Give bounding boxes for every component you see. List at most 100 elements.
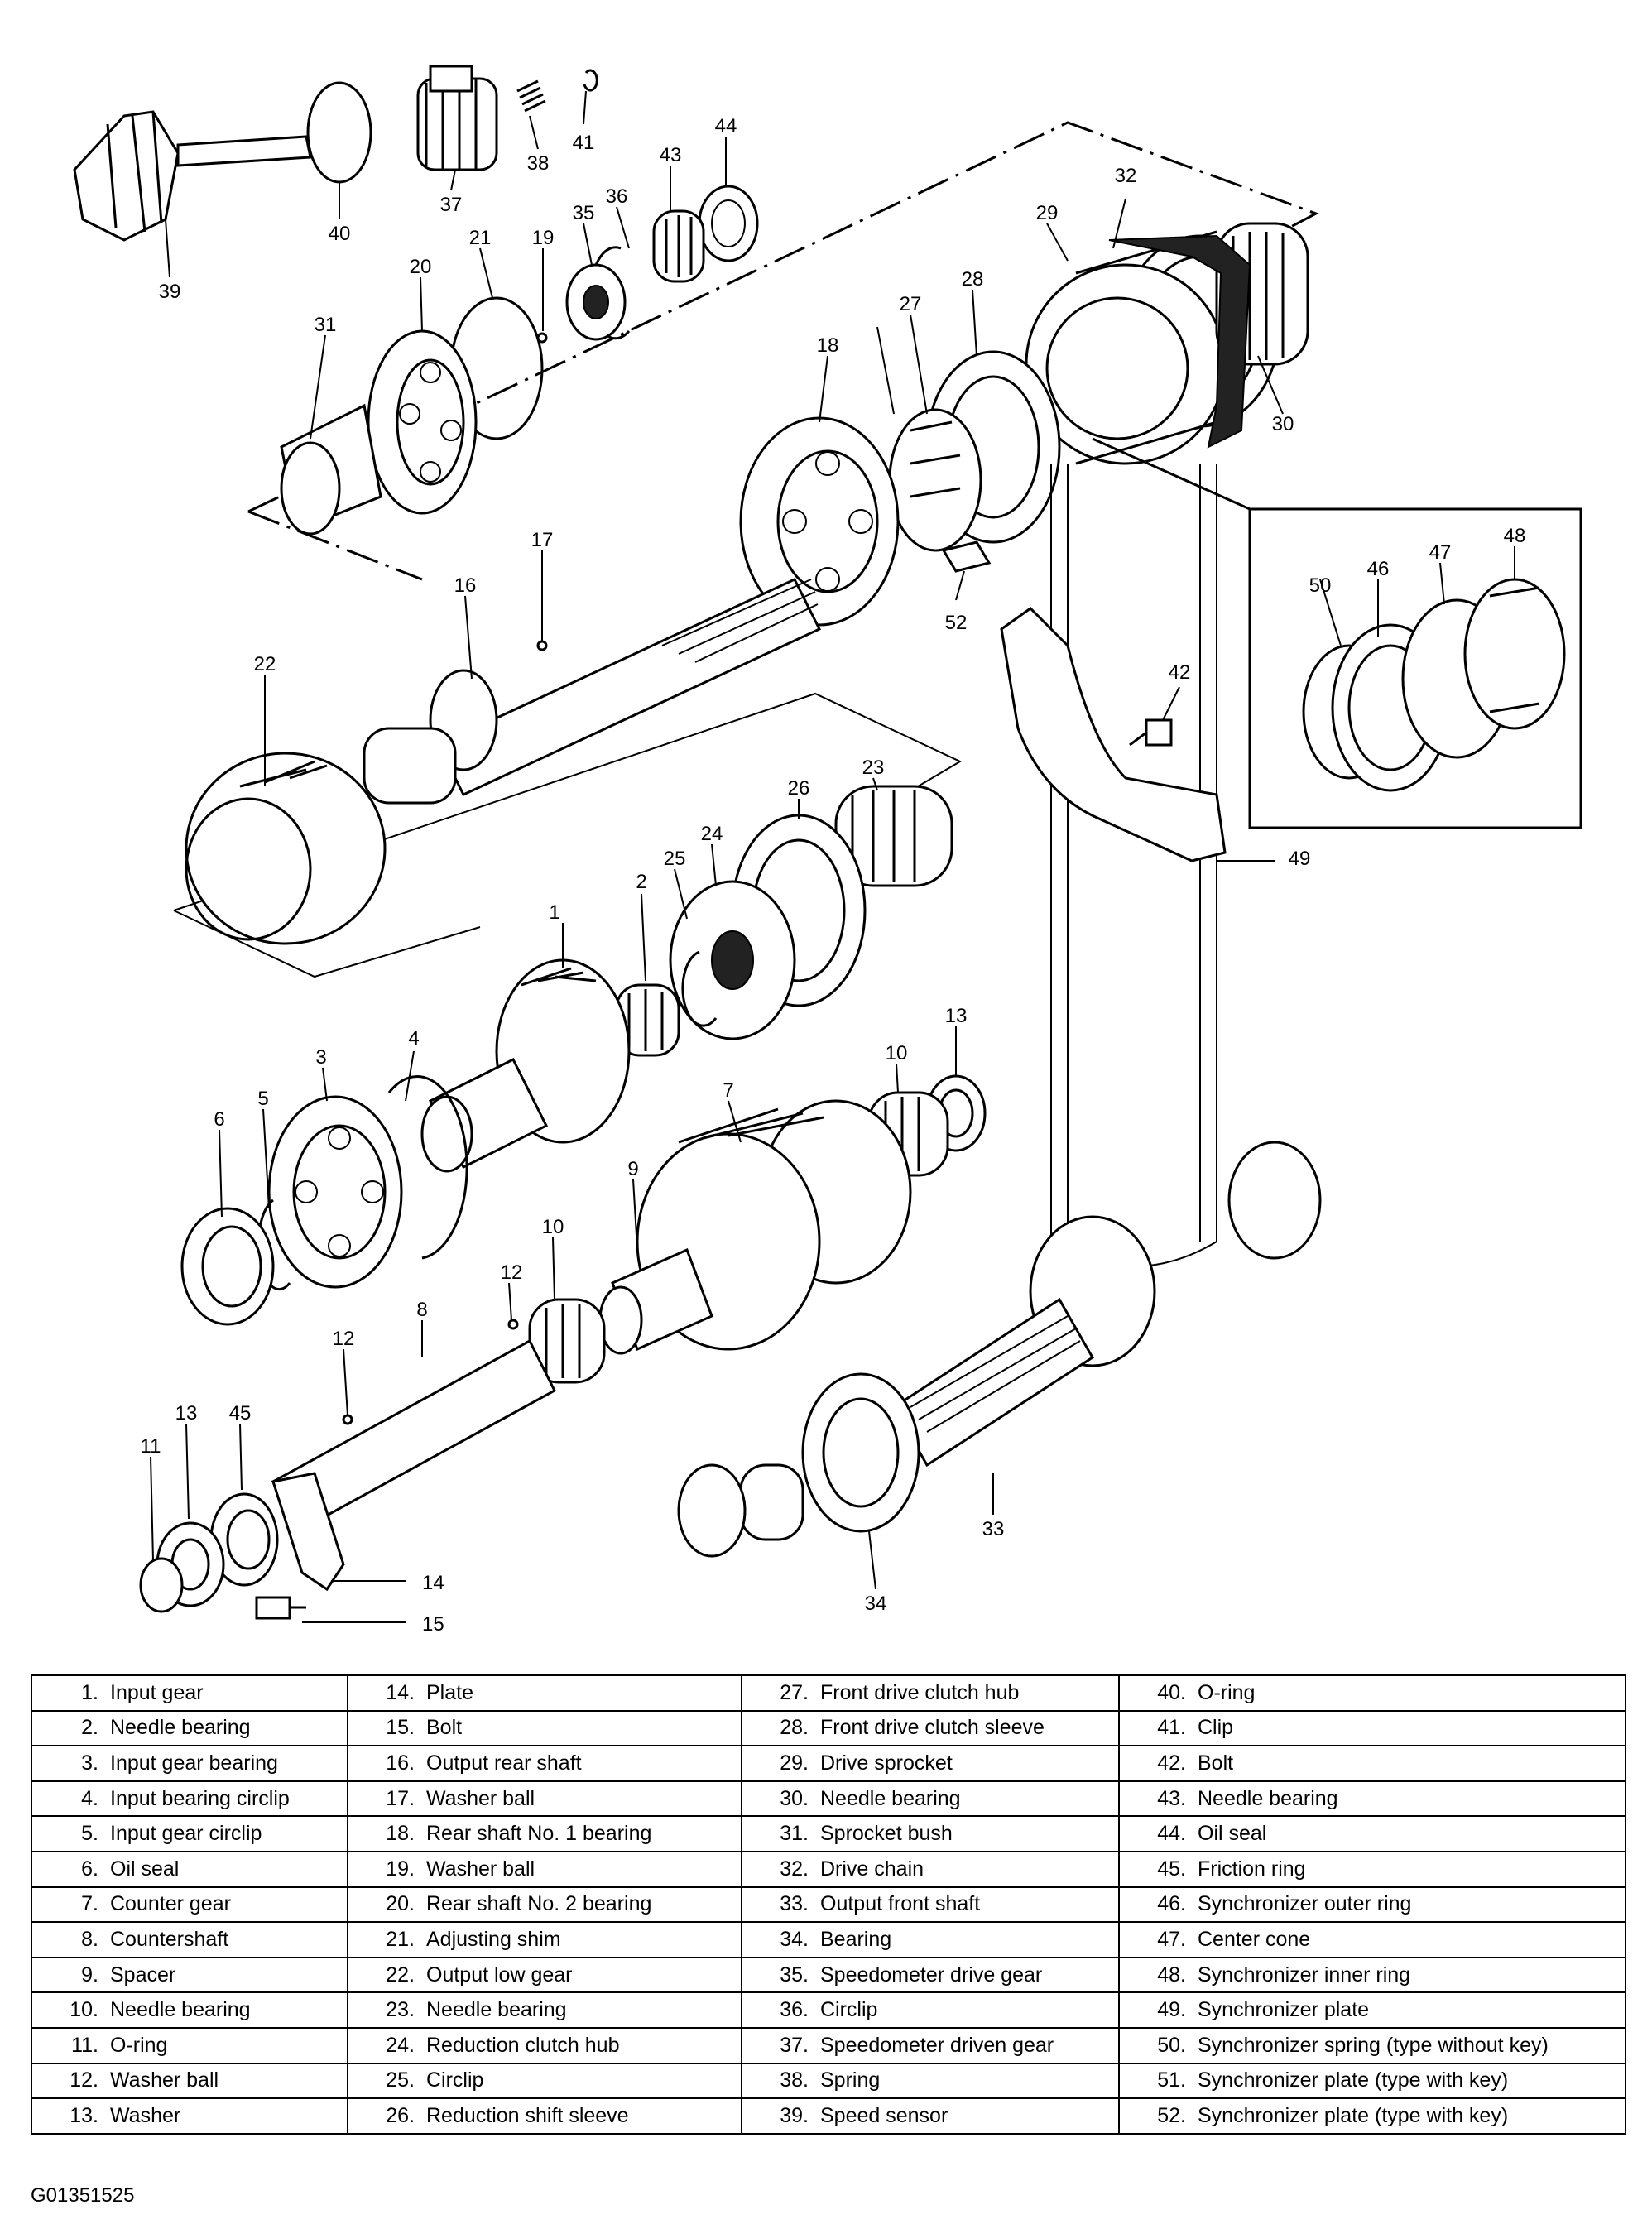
legend-cell: 1.Input gear: [31, 1674, 348, 1712]
callout: 30: [1272, 413, 1294, 435]
callout: 18: [817, 334, 839, 357]
part-name: Countershaft: [110, 1927, 229, 1951]
legend-entry: 43.Needle bearing: [1120, 1787, 1625, 1811]
part-number: 16.: [386, 1751, 415, 1775]
legend-entry: 38.Spring: [742, 2068, 1118, 2092]
bearing-34-part: [801, 1372, 920, 1533]
callout: 17: [531, 529, 554, 551]
front-shaft-seal-part: [677, 1463, 747, 1558]
callout: 27: [900, 293, 922, 315]
legend-cell: 9.Spacer: [31, 1956, 348, 1994]
speed-sensor-part: [73, 110, 312, 242]
legend-entry: 17.Washer ball: [348, 1787, 741, 1811]
part-name: Oil seal: [1198, 1822, 1267, 1846]
spacer-part: [598, 1247, 713, 1355]
callout: 37: [440, 194, 463, 216]
legend-cell: 32. Drive chain: [741, 1850, 1120, 1888]
synchronizer-plate-52-part: [941, 540, 992, 573]
legend-cell: 10.Needle bearing: [31, 1991, 348, 2029]
callout: 3: [315, 1046, 326, 1069]
part-name: Drive chain: [820, 1857, 924, 1881]
part-number: 31.: [780, 1822, 809, 1846]
part-name: Output rear shaft: [426, 1751, 582, 1775]
part-number: 14.: [386, 1680, 415, 1704]
upper-assembly-outline: [247, 121, 1319, 581]
legend-entry: 11.O-ring: [32, 2034, 347, 2058]
callout: 33: [982, 1518, 1005, 1540]
legend-cell: 44.Oil seal: [1118, 1815, 1626, 1852]
legend-entry: 36.Circlip: [742, 1998, 1118, 2022]
part-name: Washer: [110, 2103, 181, 2127]
part-name: Adjusting shim: [426, 1927, 561, 1951]
part-name: Rear shaft No. 2 bearing: [426, 1892, 652, 1916]
legend-cell: 23.Needle bearing: [347, 1991, 742, 2029]
part-number: 1.: [81, 1680, 98, 1704]
part-name: Friction ring: [1198, 1857, 1306, 1881]
legend-cell: 27.Front drive clutch hub: [741, 1674, 1120, 1712]
legend-entry: 16. Output rear shaft: [348, 1751, 741, 1775]
legend-entry: 39.Speed sensor: [742, 2104, 1118, 2128]
legend-cell: 47.Center cone: [1118, 1921, 1626, 1958]
callout: 24: [701, 823, 723, 845]
part-name: Speedometer driven gear: [820, 2033, 1054, 2057]
legend-cell: 36.Circlip: [741, 1991, 1120, 2029]
part-number: 21.: [386, 1927, 415, 1951]
part-number: 25.: [386, 2068, 415, 2092]
part-number: 34.: [780, 1927, 809, 1951]
part-number: 10.: [70, 1998, 98, 2022]
legend-cell: 43.Needle bearing: [1118, 1780, 1626, 1818]
bolt-15-part: [255, 1596, 306, 1620]
callout: 47: [1429, 541, 1452, 564]
input-gear-part: [420, 958, 631, 1173]
part-number: 50.: [1157, 2033, 1186, 2057]
part-number: 2.: [81, 1716, 98, 1740]
part-name: Needle bearing: [820, 1786, 961, 1810]
part-name: Reduction shift sleeve: [426, 2103, 629, 2127]
part-number: 22.: [386, 1963, 415, 1987]
legend-entry: 23.Needle bearing: [348, 1998, 741, 2022]
callout: 41: [573, 132, 595, 154]
legend-cell: 52.Synchronizer plate (type with key): [1118, 2097, 1626, 2135]
needle-bearing-43-part: [652, 209, 705, 283]
legend-entry: 14.Plate: [348, 1681, 741, 1705]
washer-ball-17-part: [536, 640, 548, 651]
plate-part: [271, 1472, 345, 1592]
part-number: 43.: [1157, 1786, 1186, 1810]
legend-cell: 38.Spring: [741, 2062, 1120, 2100]
legend-entry: 52.Synchronizer plate (type with key): [1120, 2104, 1625, 2128]
part-name: Synchronizer plate: [1198, 1998, 1370, 2022]
callout: 16: [454, 574, 477, 597]
callout: 49: [1289, 848, 1311, 870]
callout: 21: [469, 227, 492, 249]
legend-entry: 28.Front drive clutch sleeve: [742, 1716, 1118, 1740]
callout: 4: [408, 1027, 419, 1050]
part-name: Reduction clutch hub: [426, 2033, 620, 2057]
callout: 8: [416, 1299, 427, 1321]
needle-bearing-2-part: [615, 983, 680, 1057]
legend-cell: 39.Speed sensor: [741, 2097, 1120, 2135]
synchronizer-detail-box: [1248, 507, 1582, 829]
part-number: 24.: [386, 2033, 415, 2057]
spring-38-part: [516, 79, 546, 113]
legend-cell: 17.Washer ball: [347, 1780, 742, 1818]
legend-entry: 13.Washer: [32, 2104, 347, 2128]
part-number: 49.: [1157, 1998, 1186, 2022]
callout: 15: [422, 1613, 444, 1635]
callout: 14: [422, 1572, 444, 1594]
legend-cell: 28.Front drive clutch sleeve: [741, 1709, 1120, 1747]
callout: 52: [945, 612, 968, 634]
legend-cell: 40.O-ring: [1118, 1674, 1626, 1712]
callout: 26: [788, 777, 810, 800]
part-number: 32.: [780, 1857, 809, 1881]
callout: 44: [715, 115, 737, 137]
callout: 35: [573, 202, 595, 224]
callout: 7: [723, 1079, 733, 1102]
part-number: 23.: [386, 1998, 415, 2022]
callout: 2: [636, 871, 646, 893]
